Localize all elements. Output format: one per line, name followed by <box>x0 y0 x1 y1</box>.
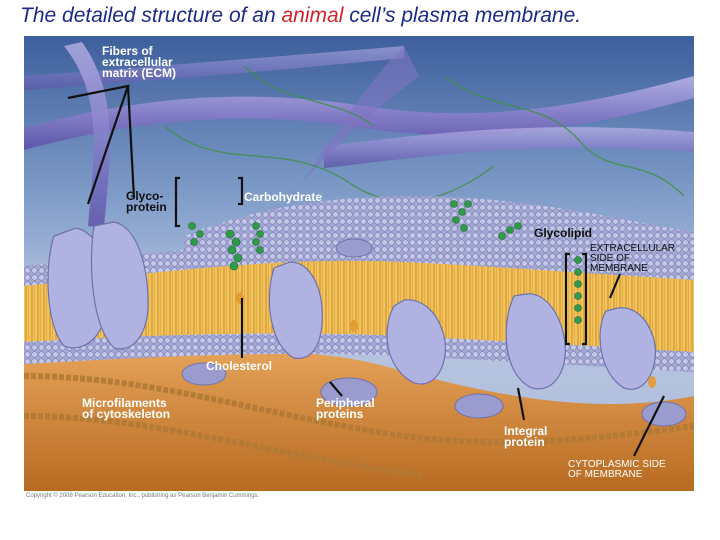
title-highlight: animal <box>281 4 344 27</box>
label-carbohydrate: Carbohydrate <box>244 190 323 204</box>
title-part2: cell’s plasma membrane. <box>343 4 582 27</box>
integral-proteins <box>47 221 656 390</box>
peripheral-proteins <box>181 238 687 427</box>
title-part1: The detailed structure of an <box>20 4 282 27</box>
label-cytoplasmic-side: CYTOPLASMIC SIDE OF MEMBRANE <box>568 459 666 480</box>
carbohydrate-chains <box>188 200 582 324</box>
page-title: The detailed structure of an animal cell… <box>20 4 581 28</box>
label-microfilaments: Microfilaments of cytoskeleton <box>82 396 171 421</box>
label-fibers-ecm: Fibers of extracellular matrix (ECM) <box>102 44 177 80</box>
microfilaments <box>24 373 694 479</box>
membrane-drawing <box>24 36 694 491</box>
label-glycoprotein: Glyco- protein <box>126 189 167 214</box>
membrane-illustration: Fibers of extracellular matrix (ECM) Gly… <box>24 36 694 491</box>
copyright-notice: Copyright © 2008 Pearson Education, Inc.… <box>26 493 260 499</box>
leader-lines <box>67 84 665 457</box>
label-extracellular-side: EXTRACELLULAR SIDE OF MEMBRANE <box>590 243 676 274</box>
ecm-fibers <box>24 42 694 228</box>
label-peripheral-proteins: Peripheral proteins <box>316 396 375 421</box>
label-glycolipid: Glycolipid <box>534 226 593 240</box>
label-brackets <box>174 176 588 346</box>
label-integral-protein: Integral protein <box>504 424 548 449</box>
ecm-threads <box>163 65 685 202</box>
label-cholesterol: Cholesterol <box>206 359 273 373</box>
